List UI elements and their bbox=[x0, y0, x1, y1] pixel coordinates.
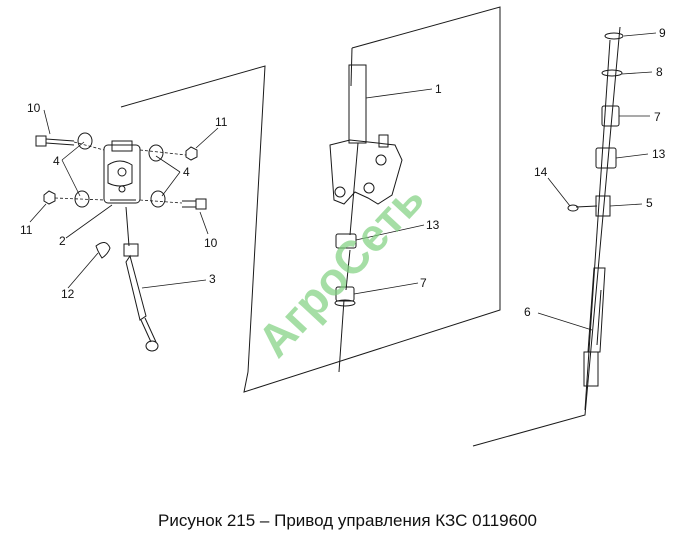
callout-9: 9 bbox=[659, 26, 666, 40]
pin-14 bbox=[567, 204, 598, 212]
bolt-bottom-right bbox=[182, 198, 207, 210]
callout-4-left: 4 bbox=[53, 154, 60, 168]
clip bbox=[95, 242, 111, 259]
right-assembly-plane bbox=[472, 26, 621, 447]
column-tube bbox=[338, 64, 367, 373]
callout-10-bottom: 10 bbox=[204, 236, 218, 250]
figure-caption: Рисунок 215 – Привод управления КЗС 0119… bbox=[158, 511, 537, 530]
callout-13-right: 13 bbox=[652, 147, 666, 161]
bushing-13-right bbox=[595, 147, 617, 169]
washer-bottom-right bbox=[150, 190, 166, 208]
callout-2: 2 bbox=[59, 234, 66, 248]
nut-bottom-left bbox=[43, 190, 56, 205]
callout-14: 14 bbox=[534, 165, 548, 179]
column-bracket bbox=[329, 134, 403, 205]
middle-assembly-plane bbox=[243, 6, 501, 393]
telescopic-shaft bbox=[583, 267, 606, 387]
washer-top-right bbox=[148, 144, 164, 162]
callout-4-right: 4 bbox=[183, 165, 190, 179]
callout-6: 6 bbox=[524, 305, 531, 319]
nut-top-right bbox=[185, 146, 198, 161]
hinge-block bbox=[103, 140, 141, 204]
callout-5: 5 bbox=[646, 196, 653, 210]
gas-strut bbox=[123, 206, 159, 352]
watermark: АгроСеть bbox=[247, 172, 433, 367]
bolt-top-left bbox=[35, 135, 75, 147]
left-assembly-plane bbox=[120, 65, 266, 373]
bushing-13-middle bbox=[335, 233, 357, 249]
callout-7-middle: 7 bbox=[420, 276, 427, 290]
washer-8 bbox=[601, 69, 623, 77]
callout-1: 1 bbox=[435, 82, 442, 96]
callout-11-top: 11 bbox=[215, 115, 228, 129]
callout-10-top: 10 bbox=[27, 101, 41, 115]
callout-8: 8 bbox=[656, 65, 663, 79]
callout-7-right: 7 bbox=[654, 110, 661, 124]
washer-top-left bbox=[77, 132, 93, 150]
washer-9 bbox=[604, 32, 624, 40]
callout-12: 12 bbox=[61, 287, 75, 301]
callout-3: 3 bbox=[209, 272, 216, 286]
callout-11-bottom: 11 bbox=[20, 223, 33, 237]
callout-13-middle: 13 bbox=[426, 218, 440, 232]
